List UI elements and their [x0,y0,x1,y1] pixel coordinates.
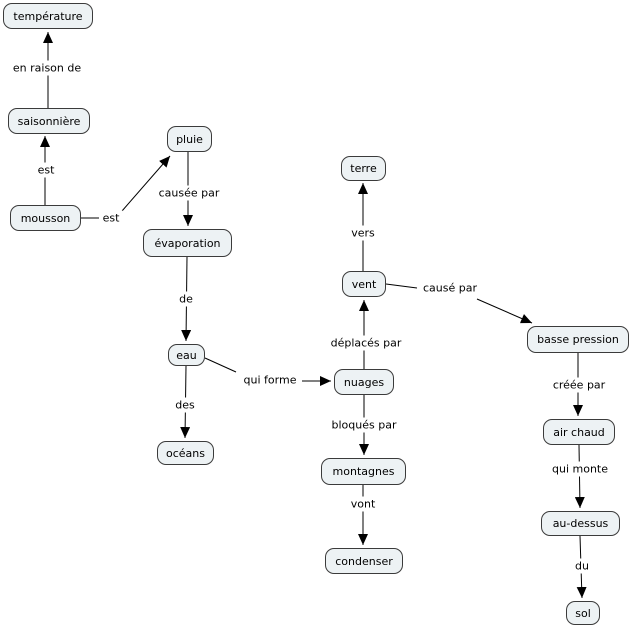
node-label: mousson [20,211,71,225]
node-label: sol [575,606,591,620]
edge-label-deplaces-par[interactable]: déplacés par [327,335,405,351]
node-evaporation[interactable]: évaporation [143,229,232,257]
node-eau[interactable]: eau [168,344,205,366]
edge-label-creee-par[interactable]: créée par [549,377,609,393]
connector-vent-to-cause-par [385,283,418,289]
node-montagnes[interactable]: montagnes [321,458,406,485]
node-label: saisonnière [17,114,81,128]
node-label: terre [350,162,377,175]
edge-label-qui-monte[interactable]: qui monte [548,461,612,477]
node-label: basse pression [537,333,619,346]
node-label: nuages [343,375,385,389]
node-label: vent [351,277,377,291]
node-sol[interactable]: sol [566,601,600,625]
edge-label-bloques-par[interactable]: bloqués par [328,417,400,433]
edge-label-des[interactable]: des [172,397,198,413]
edge-label-est-2[interactable]: est [99,210,123,226]
node-label: océans [166,446,205,460]
node-label: évaporation [154,236,221,250]
node-label: au-dessus [552,517,609,530]
node-label: pluie [176,132,203,146]
connector-cause-par-to-basse-pression [476,298,533,324]
node-saisonniere[interactable]: saisonnière [8,108,90,134]
connector-edges [40,32,587,599]
node-air-chaud[interactable]: air chaud [543,419,615,445]
node-label: montagnes [332,465,395,478]
edge-label-est-1[interactable]: est [34,162,58,178]
edge-label-causee-par[interactable]: causée par [155,185,223,201]
edge-label-de[interactable]: de [176,291,196,307]
node-label: température [13,9,83,23]
node-au-dessus[interactable]: au-dessus [541,511,620,536]
edge-label-vers[interactable]: vers [348,225,378,241]
edge-label-du[interactable]: du [572,558,592,574]
node-terre[interactable]: terre [341,156,386,181]
edge-label-cause-par[interactable]: causé par [419,280,481,296]
edge-label-vont[interactable]: vont [347,496,379,512]
node-nuages[interactable]: nuages [334,369,394,395]
edge-label-en-raison-de[interactable]: en raison de [9,60,85,76]
edge-label-qui-forme[interactable]: qui forme [240,372,300,388]
node-pluie[interactable]: pluie [167,126,212,152]
node-vent[interactable]: vent [342,271,386,297]
node-mousson[interactable]: mousson [10,205,81,231]
node-label: air chaud [553,425,605,439]
connector-air-chaud-to-au-dessus [574,444,585,509]
node-label: condenser [335,554,393,568]
node-oceans[interactable]: océans [157,441,214,465]
node-temperature[interactable]: température [3,3,93,29]
node-basse-pression[interactable]: basse pression [527,326,629,353]
node-label: eau [176,348,197,362]
connector-est-2-to-pluie [121,155,171,212]
connector-eau-to-qui-forme [204,357,237,373]
node-condenser[interactable]: condenser [325,548,403,574]
